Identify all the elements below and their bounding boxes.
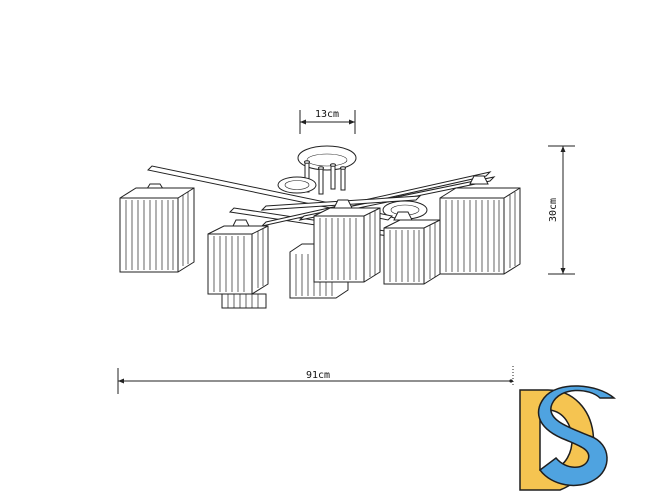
shade-center-right — [383, 211, 441, 285]
height-dimension — [548, 145, 575, 275]
canopy-width-label: 13cm — [315, 109, 339, 120]
support-rods — [304, 160, 346, 195]
ds-logo-icon — [519, 385, 616, 491]
overall-width-dimension — [117, 366, 514, 394]
shade-right — [439, 175, 521, 275]
hub-ring — [277, 176, 317, 194]
shade-left — [119, 183, 195, 273]
chandelier — [119, 145, 521, 309]
canopy-width-dimension — [299, 110, 356, 134]
overall-width-label: 91cm — [306, 370, 330, 381]
shade-center-front — [313, 199, 381, 283]
height-label: 30cm — [548, 198, 559, 222]
shade-center-left — [207, 219, 269, 309]
